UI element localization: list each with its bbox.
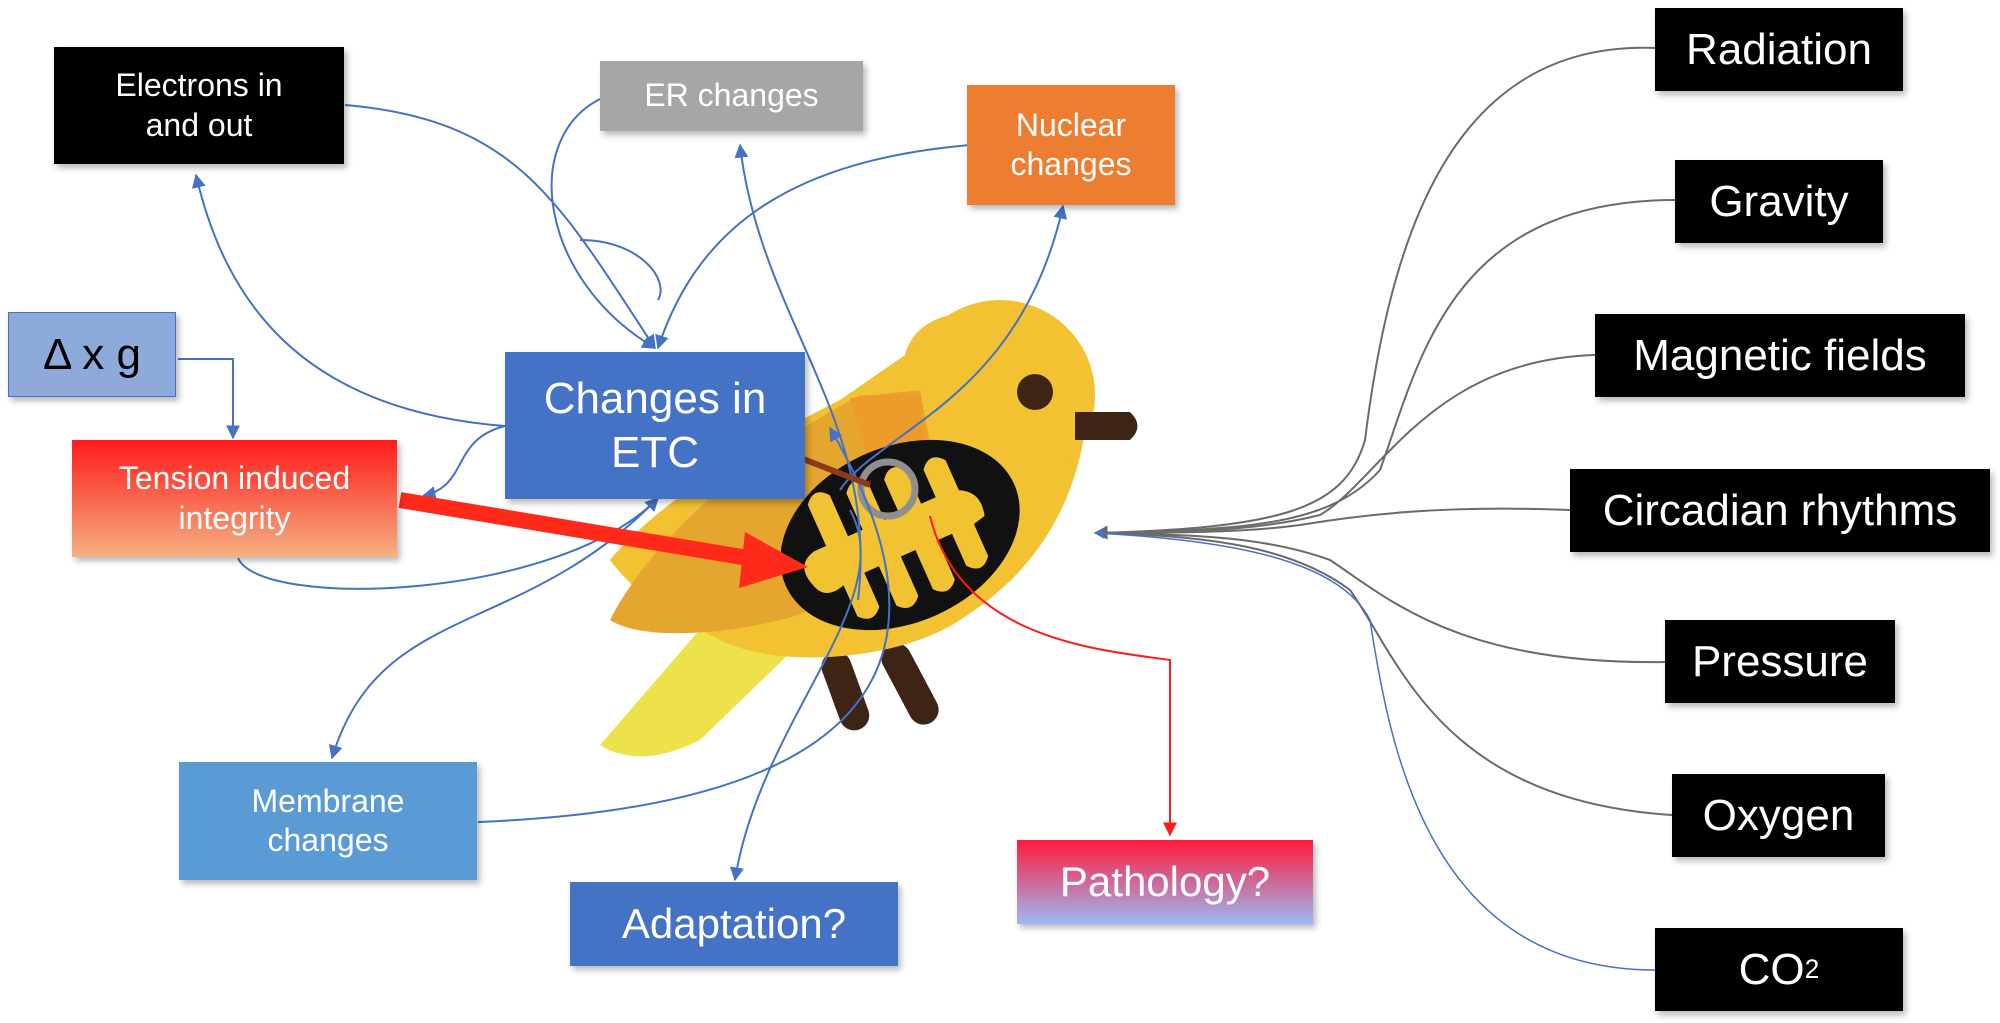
arrow-tension-to-mito: [398, 492, 762, 568]
adaptation-box: Adaptation?: [570, 882, 898, 966]
delta-g-box: Δ x g: [8, 312, 176, 397]
pressure-box: Pressure: [1665, 620, 1895, 703]
co2-subscript: 2: [1804, 954, 1820, 985]
membrane-box: Membrane changes: [179, 762, 477, 880]
bird-leg-left: [821, 651, 870, 731]
arrow-membrane-to-mito: [477, 426, 891, 823]
mitochondrion: [780, 439, 1020, 631]
co2-label: CO: [1738, 944, 1805, 994]
line-magnetic: [1094, 354, 1596, 534]
line-oxygen: [1094, 532, 1673, 816]
arrow-mito-to-nuclear: [839, 204, 1068, 491]
arrow-mito-to-pathology: [929, 515, 1177, 837]
circadian-rhythms-box: Circadian rhythms: [1570, 469, 1990, 552]
arrow-tension-head: [739, 532, 808, 588]
gravity-box: Gravity: [1675, 160, 1883, 243]
er-changes-box: ER changes: [600, 61, 863, 131]
bird-eye: [1017, 374, 1053, 410]
line-radiation: [1093, 46, 1656, 540]
gray-connectors: [1093, 46, 1676, 816]
red-connectors: [398, 492, 1177, 837]
nuclear-changes-box: Nuclear changes: [967, 85, 1175, 205]
arrow-etc-to-membrane: [328, 497, 659, 760]
line-pressure: [1094, 532, 1666, 664]
bird-beak: [1075, 412, 1138, 440]
blue-connectors: [178, 98, 1068, 882]
arrow-etc-to-electrons: [192, 173, 506, 427]
etc-box: Changes in ETC: [505, 352, 805, 499]
arrow-mito-to-adaptation: [730, 509, 862, 882]
arrow-er-to-etc: [550, 98, 657, 349]
bird-leg-right: [881, 643, 939, 725]
line-circadian: [1094, 507, 1571, 534]
arrow-mito-to-er: [734, 143, 862, 601]
arrow-delta-to-tension: [178, 358, 240, 440]
arrow-nuclear-to-etc: [655, 144, 971, 350]
tension-box: Tension induced integrity: [72, 440, 397, 557]
oxygen-box: Oxygen: [1672, 774, 1885, 857]
arrow-etc-to-tension: [421, 425, 506, 500]
electrons-box: Electrons in and out: [54, 47, 344, 164]
arrow-electrons-to-etc: [344, 104, 656, 350]
magnetic-fields-box: Magnetic fields: [1595, 314, 1965, 397]
mitochondrion-cristae: [804, 457, 989, 619]
line-gravity: [1094, 199, 1676, 534]
arrow-etc-loop-to-etc: [579, 239, 662, 301]
pathology-box: Pathology?: [1017, 840, 1313, 924]
radiation-box: Radiation: [1655, 8, 1903, 91]
line-co2: [1093, 528, 1656, 971]
